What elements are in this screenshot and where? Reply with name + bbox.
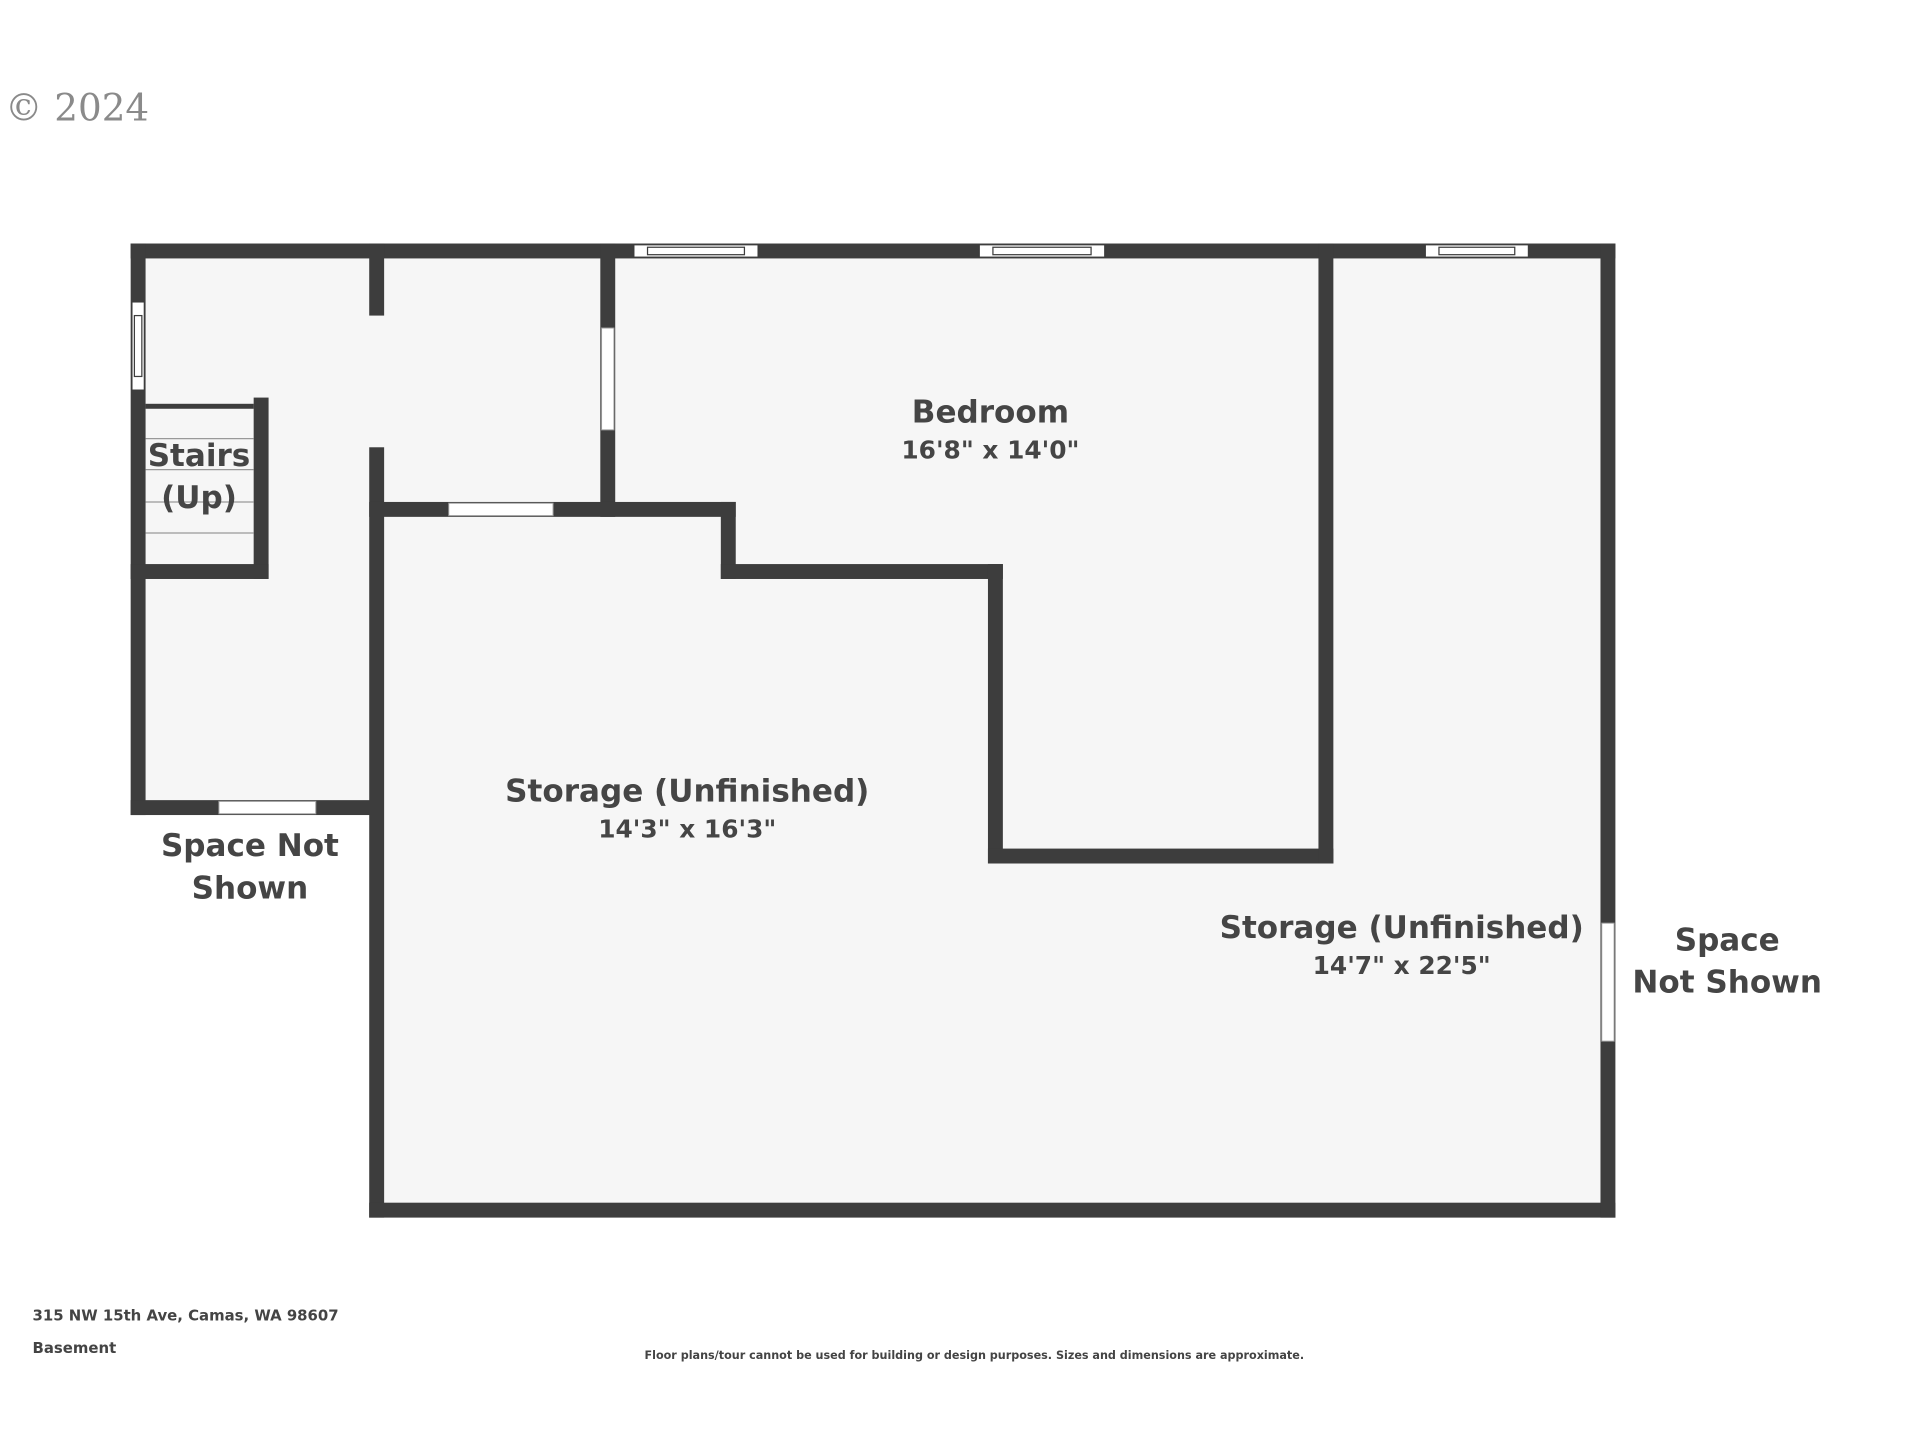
copyright-watermark: © 2024 (5, 86, 149, 130)
storage-right-dimensions: 14'7" x 22'5" (1313, 951, 1491, 980)
floor-level-label: Basement (33, 1339, 117, 1357)
stairs-direction-label: (Up) (161, 480, 237, 516)
space-not-shown-left-line2: Shown (192, 870, 309, 906)
storage-left-dimensions: 14'3" x 16'3" (598, 814, 776, 843)
property-address: 315 NW 15th Ave, Camas, WA 98607 (33, 1307, 339, 1325)
bedroom-dimensions: 16'8" x 14'0" (901, 435, 1079, 464)
space-not-shown-right-line2: Not Shown (1632, 965, 1822, 1001)
disclaimer-text: Floor plans/tour cannot be used for buil… (644, 1349, 1304, 1362)
windows (131, 244, 1530, 391)
storage-right-label: Storage (Unfinished) (1220, 910, 1584, 946)
stairs-label: Stairs (148, 438, 251, 474)
space-not-shown-right-line1: Space (1675, 922, 1780, 958)
space-not-shown-left-line1: Space Not (161, 828, 339, 864)
stair-treads (145, 437, 254, 534)
floor-areas (138, 250, 1608, 1211)
storage-left-label: Storage (Unfinished) (505, 773, 869, 809)
bedroom-label: Bedroom (912, 394, 1069, 430)
doorways (218, 327, 1615, 1042)
